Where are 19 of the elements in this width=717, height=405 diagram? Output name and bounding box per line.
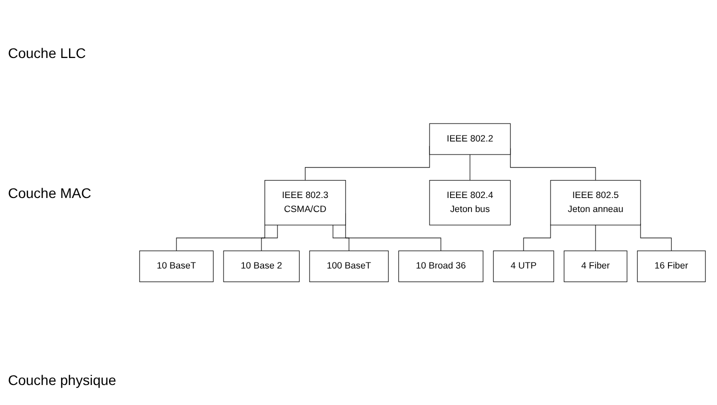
layer-label: Couche physique xyxy=(8,372,116,388)
node-box: IEEE 802.3 CSMA/CD xyxy=(264,180,346,226)
node-box: IEEE 802.2 xyxy=(429,123,511,155)
node-box: 10 Broad 36 xyxy=(398,250,484,282)
node-box: 10 Base 2 xyxy=(223,250,300,282)
layer-label: Couche LLC xyxy=(8,45,86,61)
connector xyxy=(261,224,278,251)
node-box: 16 Fiber xyxy=(637,250,706,282)
connector xyxy=(523,224,551,251)
layer-label: Couche MAC xyxy=(8,185,92,201)
node-box: IEEE 802.4 Jeton bus xyxy=(429,180,511,226)
node-box: 10 BaseT xyxy=(139,250,214,282)
connector xyxy=(595,224,596,251)
connector xyxy=(332,224,350,251)
node-box: 4 UTP xyxy=(493,250,554,282)
node-box: IEEE 802.5 Jeton anneau xyxy=(550,180,641,226)
node-box: 4 Fiber xyxy=(564,250,628,282)
connector xyxy=(640,223,672,251)
node-box: 100 BaseT xyxy=(309,250,389,282)
